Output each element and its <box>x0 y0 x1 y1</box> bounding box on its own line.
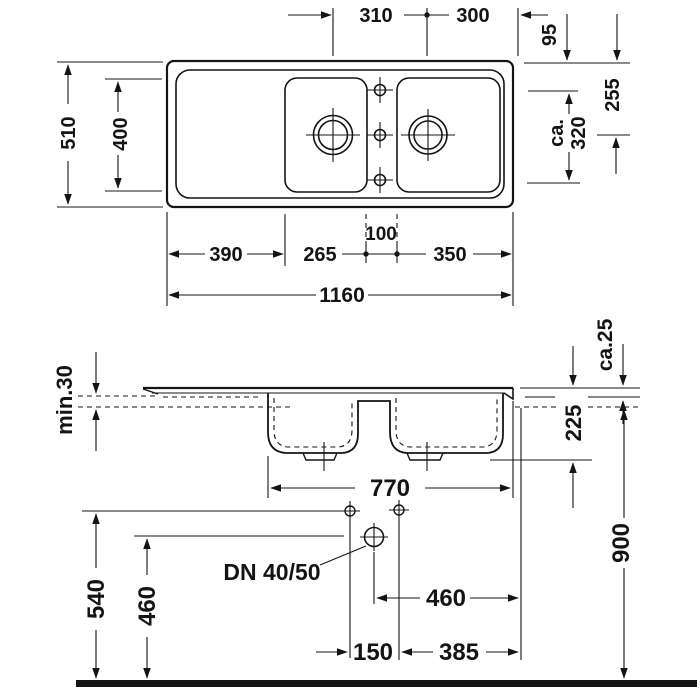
dim-hole-span: 320 <box>568 116 590 149</box>
right-basin <box>396 77 501 193</box>
plan-bottom-dimensions: 390 265 100 350 1160 <box>166 212 514 307</box>
wall-connection-layout: DN 40/50 460 150 385 540 460 <box>76 408 697 687</box>
dim-supply-height: 540 <box>83 579 110 619</box>
floor-line <box>76 680 697 687</box>
dim-worktop-height: 900 <box>608 523 635 563</box>
plan-view <box>165 59 515 209</box>
sink-inner-rim <box>175 69 505 199</box>
middle-basin-hidden-line <box>273 398 353 448</box>
dim-hole-span-prefix: ca. <box>546 119 568 147</box>
dim-tap-offset-left: 310 <box>359 5 392 27</box>
dim-basin-depth: 400 <box>110 117 132 150</box>
section-view <box>142 386 514 471</box>
dim-drainboard-width: 390 <box>209 244 242 266</box>
dim-edge-to-center: 255 <box>602 78 624 111</box>
plan-right-dimensions: 95 255 ca. 320 <box>524 14 630 184</box>
drain-leader-line <box>319 545 367 566</box>
dim-tap-offset-right: 300 <box>456 5 489 27</box>
right-drain-boss <box>406 452 444 461</box>
dim-supply-offset: 385 <box>439 639 479 666</box>
dim-drain-offset: 460 <box>426 585 466 612</box>
right-drain-hole <box>401 109 455 161</box>
middle-drain-boss <box>302 452 338 461</box>
dim-mid-basin-offset: 265 <box>303 244 336 266</box>
dim-supply-spacing: 150 <box>353 639 393 666</box>
dim-basin-span: 770 <box>370 475 410 502</box>
plan-left-dimensions: 510 400 <box>57 61 163 208</box>
supply-connection-right <box>389 500 409 521</box>
dim-rim-height: ca.25 <box>594 318 617 371</box>
supply-connection-left <box>340 501 360 522</box>
dim-min-worktop-thickness: min.30 <box>52 365 77 435</box>
dim-width-total: 1160 <box>319 284 365 307</box>
tap-holes <box>367 77 393 193</box>
section-dimensions: min.30 ca.25 225 770 900 <box>52 318 640 679</box>
rim-left-edge <box>142 388 159 395</box>
sink-outer-rim <box>165 59 515 209</box>
basin-section-profile <box>267 393 504 454</box>
right-basin-hidden-line <box>395 398 498 448</box>
plan-top-dimensions: 310 300 <box>288 5 548 56</box>
dim-basin-inner-depth: 225 <box>561 405 586 442</box>
dim-depth-total: 510 <box>58 116 80 149</box>
rim-right-edge <box>503 388 514 401</box>
dim-edge-to-hole: 95 <box>539 24 561 46</box>
dim-drain-height: 460 <box>134 586 161 626</box>
dim-hole-pair-span: 100 <box>365 224 397 245</box>
drain-pipe-label: DN 40/50 <box>223 559 320 585</box>
drain-connection <box>360 523 388 551</box>
dim-right-basin-offset: 350 <box>433 244 466 266</box>
middle-drain-hole <box>306 108 360 162</box>
